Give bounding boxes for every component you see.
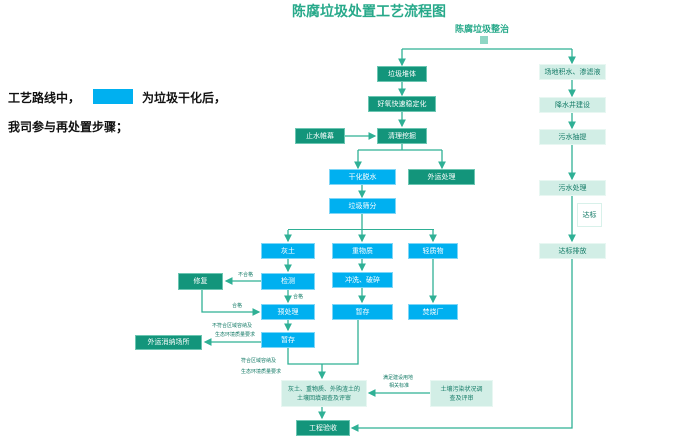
node-excavation: 清理挖掘 <box>377 128 427 144</box>
page-title: 陈腐垃圾处置工艺流程图 <box>292 4 446 20</box>
legend-text-1: 工艺路线中， <box>8 91 81 105</box>
node-aerobic-stabilization: 好氧快速稳定化 <box>368 96 436 112</box>
legend-text-3: 我司参与再处置步骤； <box>8 120 129 134</box>
node-screening: 垃圾筛分 <box>329 198 396 214</box>
node-dewater-well: 降水井建设 <box>539 97 606 113</box>
node-pumping: 污水抽提 <box>539 129 606 145</box>
node-cutoff-wall: 止水帷幕 <box>295 128 345 144</box>
node-drying: 干化脱水 <box>329 169 396 185</box>
node-heavy: 重物质 <box>332 243 393 259</box>
node-repair: 修复 <box>178 273 223 290</box>
label-not-meet-2: 生态环境质量要求 <box>215 332 256 338</box>
label-unqualified: 不合格 <box>238 272 254 278</box>
legend-text-2: 为垃圾干化后， <box>142 91 227 105</box>
node-soil: 灰土 <box>261 243 315 259</box>
node-wash: 冲洗、破碎 <box>332 272 393 288</box>
node-storage-mid: 暂存 <box>332 304 393 320</box>
node-soil-survey: 土壤污染状况调查及评审 <box>430 380 493 407</box>
label-qualified-2: 合格 <box>232 303 243 309</box>
node-outbound: 外运处理 <box>408 169 475 185</box>
legend-swatch-blue <box>93 89 133 104</box>
label-qualified-1: 合格 <box>293 294 304 300</box>
node-storage-left: 暂存 <box>261 332 315 348</box>
node-compliant: 达标 <box>577 203 602 227</box>
label-standard-2: 相关标准 <box>389 383 410 389</box>
node-pretreat: 预处理 <box>261 304 315 320</box>
node-disposal-site: 外运消纳场所 <box>135 335 202 350</box>
split-line <box>288 229 434 231</box>
node-testing: 检测 <box>261 273 315 290</box>
node-discharge: 达标排放 <box>539 243 606 259</box>
node-incinerator: 焚烧厂 <box>408 304 458 320</box>
label-meet-2: 生态环境质量要求 <box>241 369 282 375</box>
node-garbage-pile: 垃圾堆体 <box>377 66 427 82</box>
label-not-meet-1: 不符合区域容纳及 <box>212 323 253 329</box>
node-backfill-survey: 灰土、重物质、外购渣土的土壤回填调查及评审 <box>281 380 367 407</box>
node-sewage: 污水处理 <box>539 180 606 196</box>
node-water: 场地积水、渗滤液 <box>539 64 606 80</box>
label-meet-1: 符合区域容纳及 <box>241 358 277 364</box>
label-standard-1: 满足建设用地 <box>383 375 414 381</box>
flow-start-label: 陈腐垃圾整治 <box>455 25 510 35</box>
node-light: 轻质物 <box>408 243 458 259</box>
node-acceptance: 工程验收 <box>296 420 350 436</box>
